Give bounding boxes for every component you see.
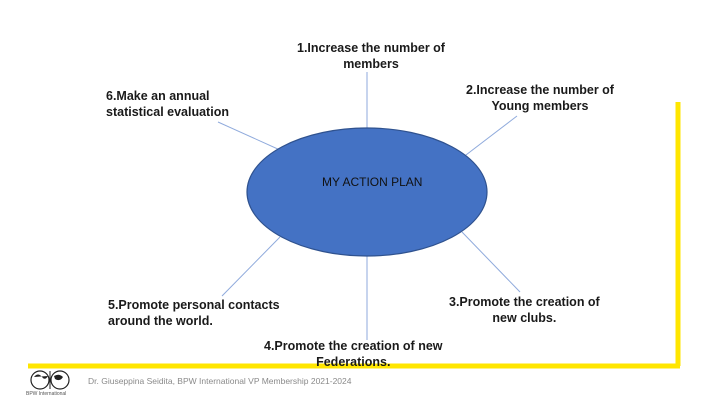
spoke-5 — [221, 236, 281, 297]
spoke-3 — [461, 231, 521, 293]
action-item-1: 1.Increase the number of members — [297, 41, 445, 71]
action-item-6: 6.Make an annual statistical evaluation — [106, 89, 229, 119]
logo-caption: BPW International — [26, 391, 67, 397]
spoke-6 — [217, 121, 281, 151]
action-item-2: 2.Increase the number of Young members — [466, 83, 614, 113]
center-ellipse — [246, 127, 488, 257]
action-item-3: 3.Promote the creation of new clubs. — [449, 295, 600, 325]
action-item-5: 5.Promote personal contacts around the w… — [108, 298, 280, 328]
action-item-4: 4.Promote the creation of new Federation… — [264, 339, 443, 369]
center-label: MY ACTION PLAN — [322, 175, 423, 189]
footer-credit: Dr. Giuseppina Seidita, BPW Internationa… — [88, 376, 352, 386]
bpw-logo — [30, 370, 70, 390]
spoke-2 — [461, 115, 518, 159]
